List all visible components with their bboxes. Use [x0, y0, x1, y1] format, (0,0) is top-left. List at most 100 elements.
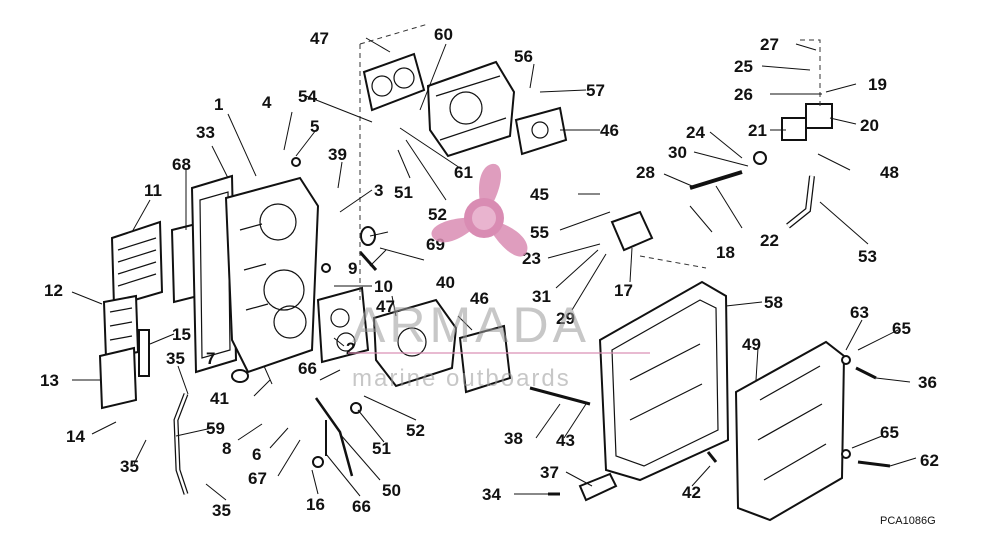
callout-number: 11: [144, 181, 162, 200]
bushing-69: [360, 226, 376, 246]
callout-number: 35: [212, 501, 231, 520]
callout-number: 30: [668, 143, 687, 162]
callout-number: 68: [172, 155, 191, 174]
callout-number: 61: [454, 163, 473, 182]
throttle-linkage: [314, 397, 354, 477]
fuel-pump-plate: [781, 117, 807, 141]
callout-number: 23: [522, 249, 541, 268]
callout-number: 8: [222, 439, 231, 458]
callout-number: 66: [352, 497, 371, 516]
callout-number: 65: [880, 423, 899, 442]
callout-number: 58: [764, 293, 783, 312]
callout-number: 25: [734, 57, 753, 76]
callout-number: 38: [504, 429, 523, 448]
upper-carb-flange-gasket: [514, 106, 568, 156]
callout-numbers: 1 2 3 4 5 6 7 8 9 10 11 12 13 14 15 16 1…: [40, 25, 939, 520]
fuel-pump-body: [805, 103, 833, 129]
cylinder-head-cover: [734, 340, 846, 522]
callout-number: 50: [382, 481, 401, 500]
intake-manifold: [224, 176, 320, 374]
callout-number: 52: [406, 421, 425, 440]
callout-number: 57: [586, 81, 605, 100]
callout-number: 36: [918, 373, 937, 392]
watermark-tagline: marine outboards: [352, 365, 571, 392]
watermark-brand: ARMADA: [352, 297, 590, 353]
choke-shaft: [689, 170, 743, 190]
callout-number: 51: [372, 439, 391, 458]
callout-number: 39: [328, 145, 347, 164]
callout-number: 26: [734, 85, 753, 104]
callout-number: 56: [514, 47, 533, 66]
link-rod-lower: [529, 386, 591, 406]
callout-number: 12: [44, 281, 63, 300]
callout-number: 52: [428, 205, 447, 224]
callout-number: 7: [206, 349, 215, 368]
callout-number: 15: [172, 325, 191, 344]
callout-number: 1: [214, 95, 223, 114]
callout-number: 48: [880, 163, 899, 182]
callout-number: 3: [374, 181, 383, 200]
crankcase-cover: [598, 280, 730, 482]
callout-number: 55: [530, 223, 549, 242]
callout-number: 14: [66, 427, 85, 446]
reed-screw-strip: [138, 329, 150, 377]
callout-number: 42: [682, 483, 701, 502]
callout-number: 43: [556, 431, 575, 450]
callout-number: 27: [760, 35, 779, 54]
callout-number: 67: [248, 469, 267, 488]
callout-number: 46: [470, 289, 489, 308]
brand-watermark: ARMADA marine outboards: [348, 163, 650, 392]
callout-number: 22: [760, 231, 779, 250]
callout-number: 49: [742, 335, 761, 354]
callout-number: 66: [298, 359, 317, 378]
callout-number: 4: [262, 93, 272, 112]
callout-number: 63: [850, 303, 869, 322]
callout-number: 41: [210, 389, 229, 408]
callout-number: 18: [716, 243, 735, 262]
callout-number: 46: [600, 121, 619, 140]
callout-number: 60: [434, 25, 453, 44]
drawing-code: PCA1086G: [880, 515, 936, 527]
callout-number: 47: [310, 29, 329, 48]
part-drawings: [98, 23, 891, 522]
callout-number: 9: [348, 259, 357, 278]
callout-number: 28: [636, 163, 655, 182]
callout-number: 16: [306, 495, 325, 514]
callout-number: 5: [310, 117, 319, 136]
intake-gasket: [190, 174, 238, 374]
callout-number: 40: [436, 273, 455, 292]
callout-number: 29: [556, 309, 575, 328]
lower-carburetor: [372, 298, 458, 388]
callout-number: 17: [614, 281, 633, 300]
lower-carb-gasket: [316, 286, 370, 364]
callout-number: 13: [40, 371, 59, 390]
callout-number: 35: [166, 349, 185, 368]
reed-plate: [110, 220, 164, 308]
callout-number: 21: [748, 121, 767, 140]
callout-number: 20: [860, 116, 879, 135]
callout-number: 10: [374, 277, 393, 296]
callout-number: 35: [120, 457, 139, 476]
enrichener-solenoid: [610, 210, 654, 252]
callout-number: 19: [868, 75, 887, 94]
reed-stop: [98, 346, 138, 410]
lower-carb-flange-gasket: [458, 324, 512, 394]
callout-number: 2: [346, 339, 355, 358]
callout-number: 53: [858, 247, 877, 266]
callout-number: 62: [920, 451, 939, 470]
callout-number: 37: [540, 463, 559, 482]
callout-number: 45: [530, 185, 549, 204]
callout-number: 31: [532, 287, 551, 306]
callout-number: 24: [686, 123, 705, 142]
leader-lines: [71, 37, 917, 501]
upper-carburetor: [426, 60, 516, 158]
callout-number: 59: [206, 419, 225, 438]
callout-number: 51: [394, 183, 413, 202]
callout-number: 65: [892, 319, 911, 338]
callout-number: 47: [376, 297, 395, 316]
propeller-logo: [431, 163, 528, 257]
callout-number: 6: [252, 445, 261, 464]
callout-number: 34: [482, 485, 501, 504]
drain-fitting: [231, 369, 249, 383]
